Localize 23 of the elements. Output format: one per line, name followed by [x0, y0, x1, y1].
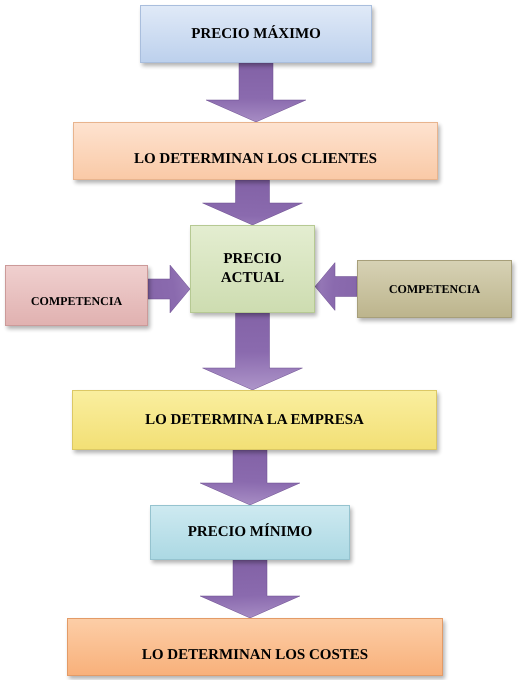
- process-box: [72, 390, 437, 450]
- box-label: LO DETERMINAN LOS COSTES: [142, 646, 368, 664]
- box-label: PRECIO MÁXIMO: [191, 24, 321, 44]
- process-box: [357, 260, 512, 318]
- block-arrow: [200, 560, 300, 618]
- block-arrow: [206, 62, 306, 122]
- box-label: COMPETENCIA: [30, 294, 122, 309]
- block-arrow: [202, 312, 303, 390]
- box-label: LO DETERMINA LA EMPRESA: [145, 410, 364, 430]
- block-arrow: [200, 450, 300, 506]
- box-label: PRECIO ACTUAL: [220, 250, 286, 288]
- process-box: [150, 505, 350, 560]
- process-box: [140, 5, 372, 63]
- process-box: [67, 618, 443, 676]
- box-label: PRECIO MÍNIMO: [188, 523, 312, 542]
- process-box: [190, 225, 315, 313]
- block-arrow: [148, 264, 190, 314]
- box-label: COMPETENCIA: [388, 282, 480, 296]
- process-box: [5, 265, 148, 326]
- block-arrow: [202, 180, 303, 226]
- process-box: [73, 122, 438, 180]
- box-label: LO DETERMINAN LOS CLIENTES: [134, 150, 377, 168]
- block-arrow: [314, 262, 358, 311]
